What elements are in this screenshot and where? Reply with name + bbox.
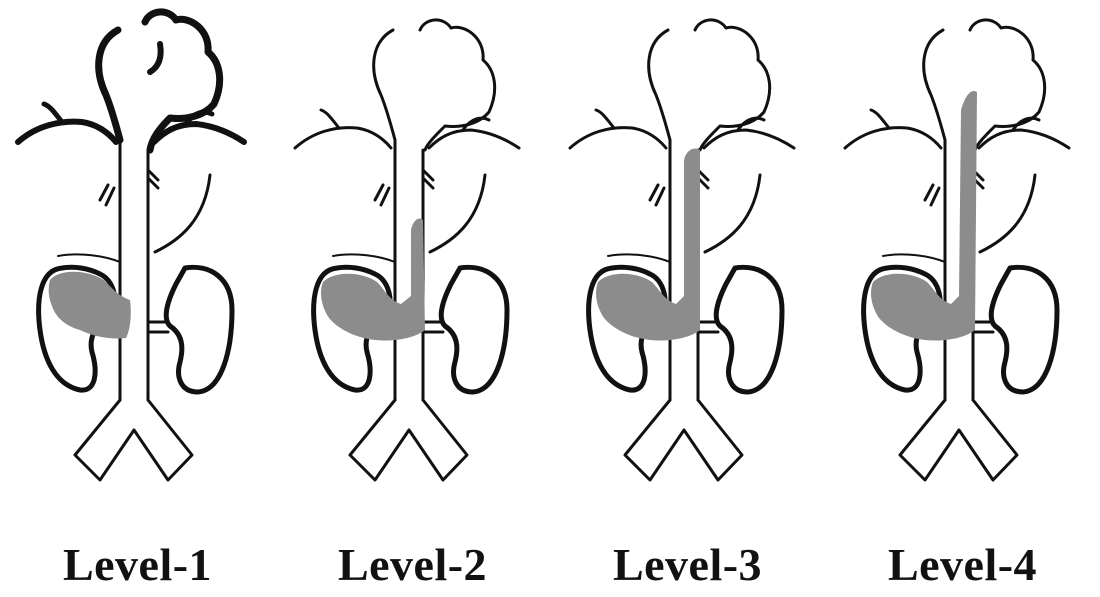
heart-outline bbox=[374, 30, 395, 140]
left-kidney bbox=[716, 267, 782, 392]
anatomy-diagram-level-3 bbox=[550, 0, 825, 530]
left-kidney bbox=[991, 267, 1057, 392]
left-kidney bbox=[166, 267, 232, 392]
hepatic-vein bbox=[705, 175, 760, 252]
anatomy-diagram-level-1 bbox=[0, 0, 275, 530]
anatomy-diagram-level-4 bbox=[825, 0, 1100, 530]
left-branch bbox=[295, 128, 391, 148]
level-label: Level-1 bbox=[0, 538, 275, 591]
left-kidney bbox=[441, 267, 507, 392]
liver-line bbox=[58, 254, 120, 262]
hepatic-vein bbox=[980, 175, 1035, 252]
anatomy-diagram-level-2 bbox=[275, 0, 550, 530]
thrombus bbox=[321, 218, 425, 340]
iliac-veins bbox=[900, 400, 1017, 480]
iliac-veins bbox=[625, 400, 742, 480]
iliac-veins bbox=[350, 400, 467, 480]
right-branch bbox=[979, 130, 1069, 148]
right-branch bbox=[429, 130, 519, 148]
heart-outline bbox=[99, 30, 120, 140]
left-branch bbox=[570, 128, 666, 148]
thrombus bbox=[49, 272, 131, 339]
level-label: Level-3 bbox=[550, 538, 825, 591]
heart-outline bbox=[924, 30, 945, 140]
right-branch bbox=[154, 124, 244, 142]
panel-level-3: Level-3 bbox=[550, 0, 825, 597]
right-branch bbox=[704, 130, 794, 148]
heart-outline bbox=[649, 30, 670, 140]
level-label: Level-2 bbox=[275, 538, 550, 591]
liver-line bbox=[333, 254, 395, 262]
hepatic-vein bbox=[155, 175, 210, 252]
left-branch bbox=[18, 122, 116, 142]
level-label: Level-4 bbox=[825, 538, 1100, 591]
hepatic-vein bbox=[430, 175, 485, 252]
panel-level-1: Level-1 bbox=[0, 0, 275, 597]
liver-line bbox=[608, 254, 670, 262]
panel-level-2: Level-2 bbox=[275, 0, 550, 597]
iliac-veins bbox=[75, 400, 192, 480]
thrombus bbox=[596, 148, 700, 340]
left-branch bbox=[845, 128, 941, 148]
liver-line bbox=[883, 254, 945, 262]
panel-level-4: Level-4 bbox=[825, 0, 1100, 597]
